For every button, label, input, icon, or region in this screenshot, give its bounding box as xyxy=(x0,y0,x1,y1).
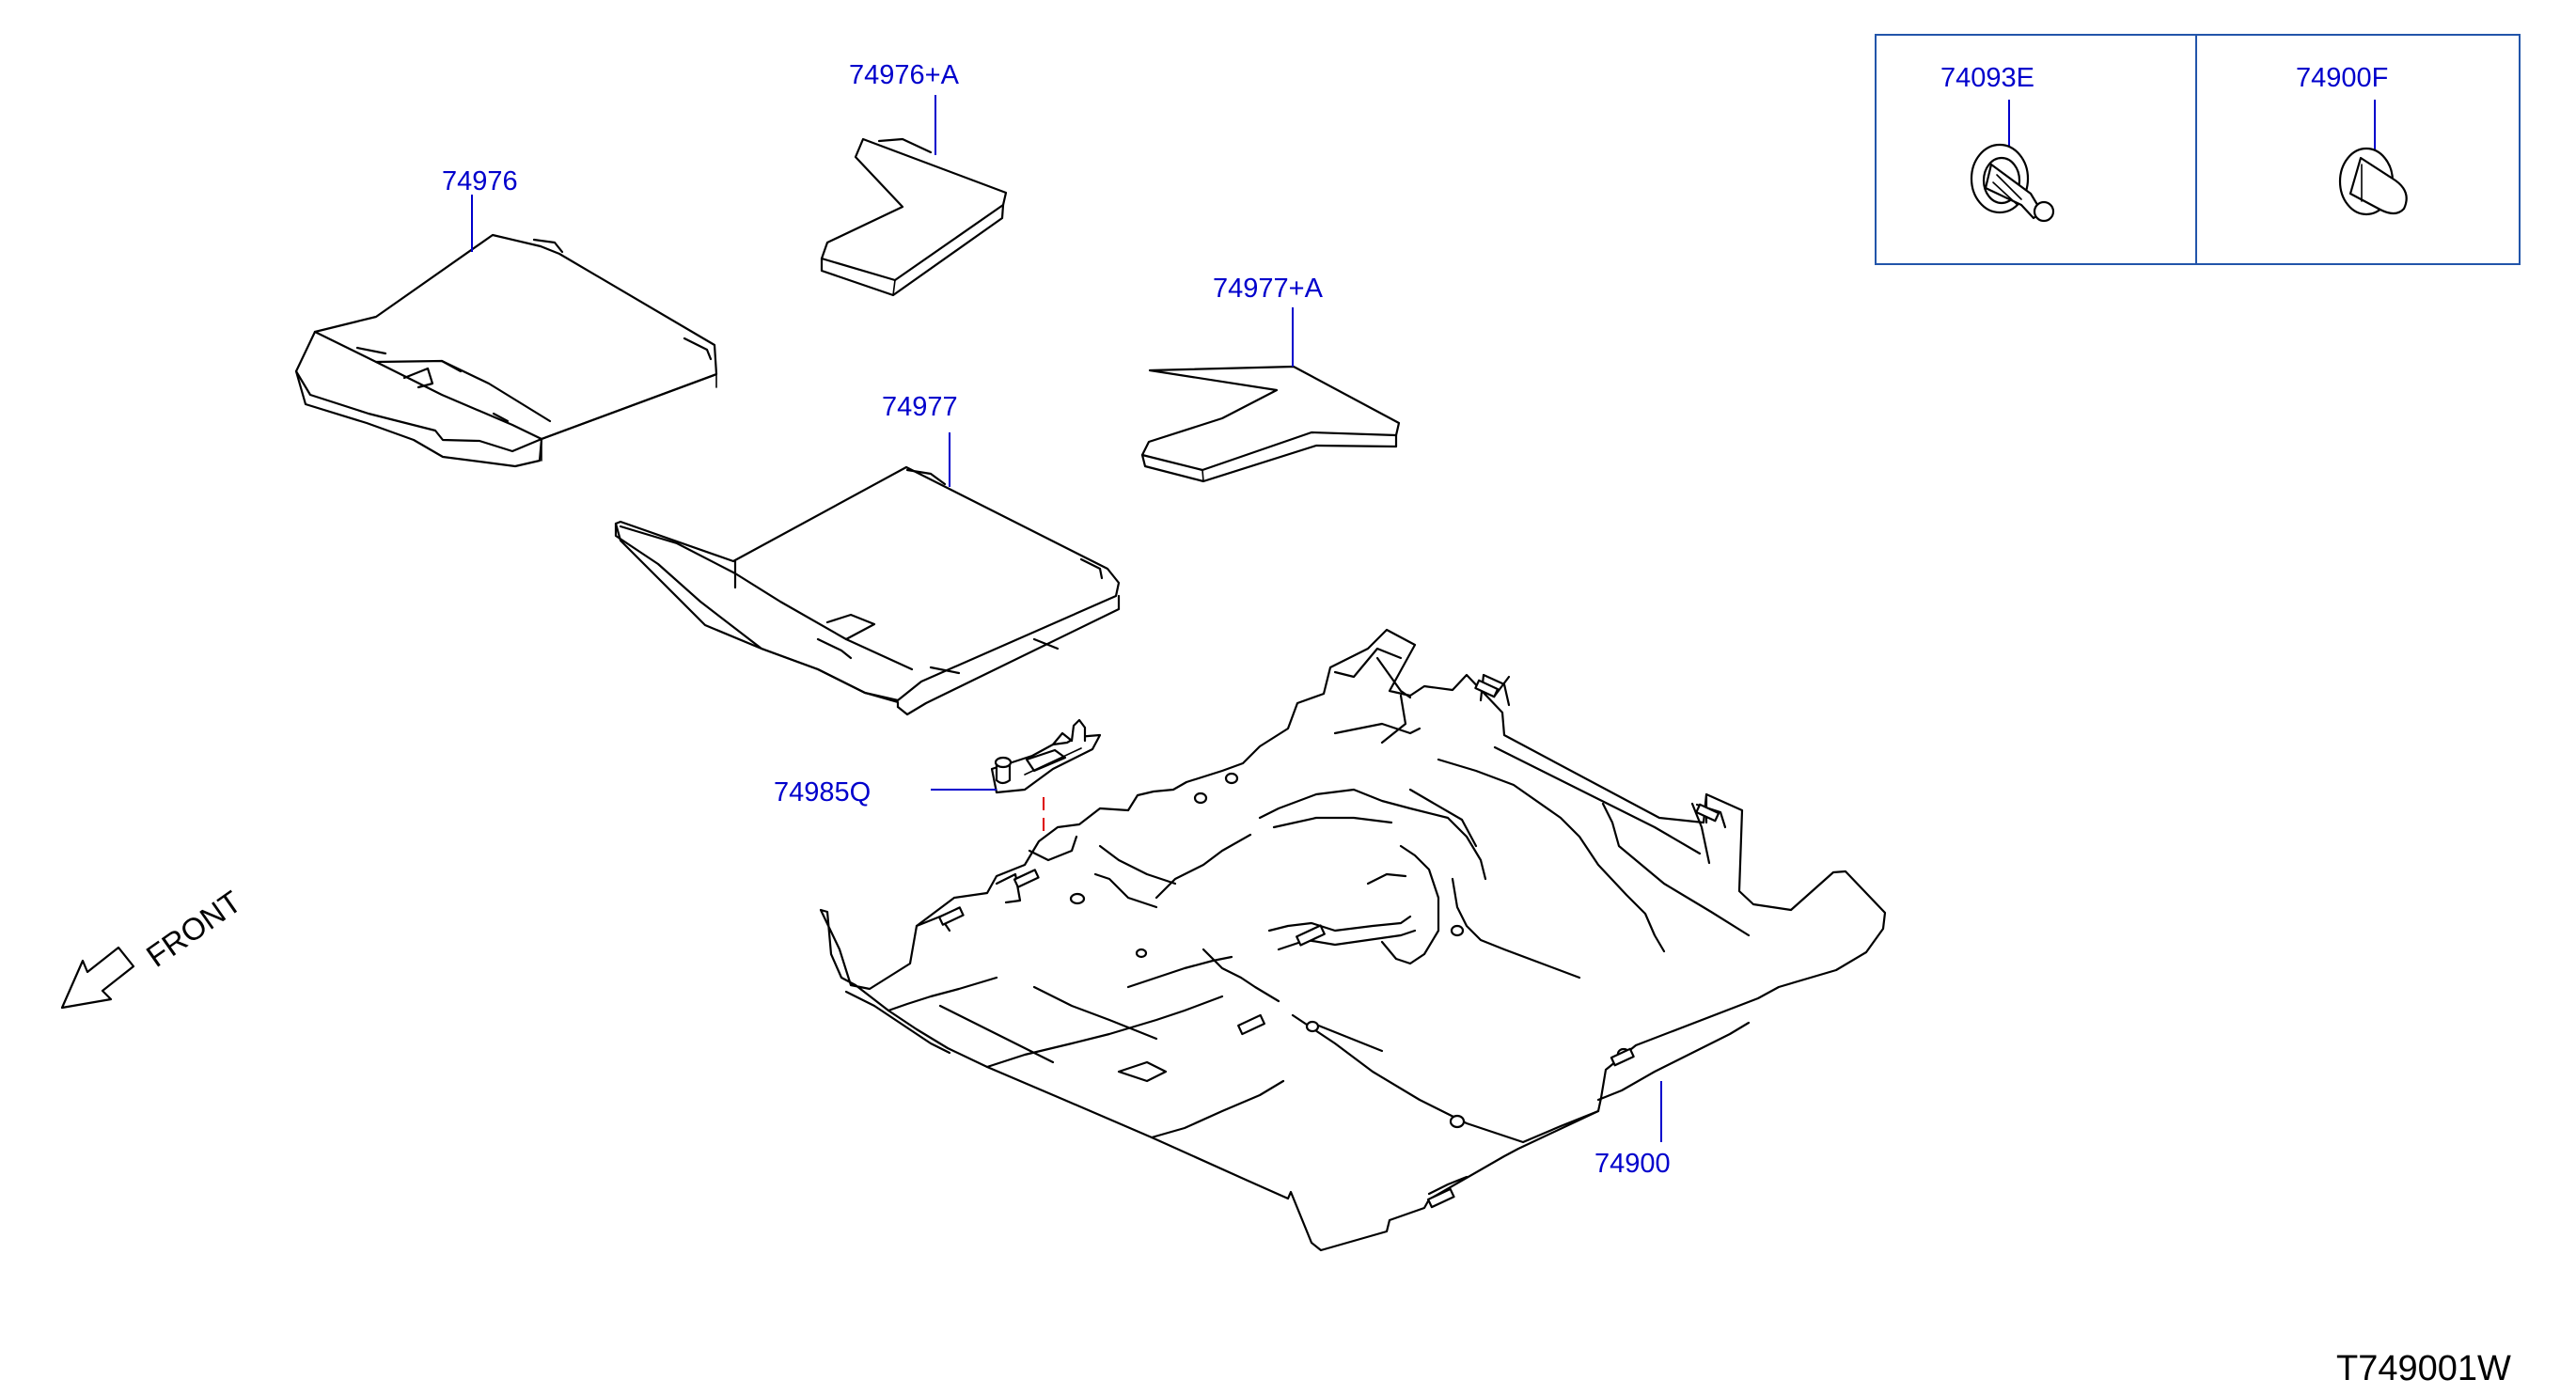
label-74976: 74976 xyxy=(442,166,518,196)
part-labels: 74976 74976+A 74977 74977+A 74985Q 74900… xyxy=(442,60,2388,1179)
part-74985q-shape xyxy=(990,718,1102,794)
label-74985q: 74985Q xyxy=(774,777,871,807)
part-74977a-shape xyxy=(1140,365,1401,483)
label-74900f: 74900F xyxy=(2296,63,2388,93)
drawing-id: T749001W xyxy=(2336,1349,2511,1388)
front-direction-indicator: FRONT xyxy=(60,884,247,1010)
inset-frame xyxy=(1875,34,2521,265)
label-74093e: 74093E xyxy=(1940,63,2034,93)
part-74976-shape xyxy=(294,233,718,468)
part-74900-shape xyxy=(819,628,1887,1252)
clip-inset-box xyxy=(1875,34,2521,265)
leader-lines xyxy=(471,95,1662,1142)
clip-74900f-icon xyxy=(2338,100,2408,216)
label-74900: 74900 xyxy=(1594,1149,1671,1179)
part-74977-shape xyxy=(614,465,1121,716)
label-74976a: 74976+A xyxy=(849,60,960,90)
part-74976a-shape xyxy=(820,137,1008,297)
front-label: FRONT xyxy=(140,884,247,973)
clip-74093e-icon xyxy=(1970,100,2055,223)
label-74977a: 74977+A xyxy=(1213,274,1324,304)
front-arrow-icon xyxy=(60,946,135,1010)
label-74977: 74977 xyxy=(882,392,958,422)
